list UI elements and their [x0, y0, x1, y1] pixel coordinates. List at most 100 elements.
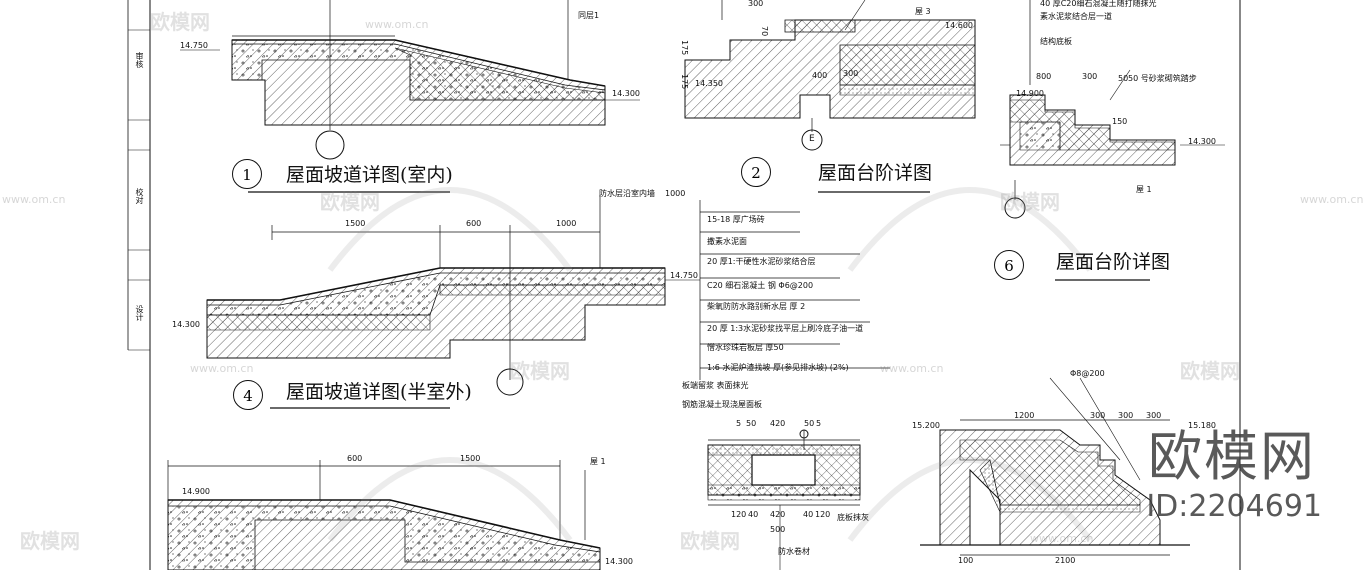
- d6-note-0: 40 厚C20细石混凝土随打随抹光: [1040, 0, 1157, 8]
- watermark-arcs: [327, 187, 1093, 542]
- d2-elev-right: 14.600: [945, 21, 973, 30]
- gutter-dim-top-2: 420: [770, 419, 786, 428]
- watermark-text: 欧模网: [1180, 359, 1240, 383]
- d6-dim-0: 800: [1036, 72, 1052, 81]
- d1-ref: 同层1: [578, 11, 600, 20]
- d6-dim-1: 300: [1082, 72, 1098, 81]
- section-mark-e: E: [809, 134, 815, 144]
- detail-2-section: [684, 0, 976, 193]
- d7-dim-2: 300: [1118, 411, 1134, 420]
- gutter-dim-top-1: 50: [746, 419, 757, 428]
- gutter-dim-bot-4: 120: [815, 510, 831, 519]
- d7-rebar: Φ8@200: [1070, 369, 1105, 378]
- d2-dim-0: 300: [748, 0, 764, 8]
- review-label: 审核: [135, 52, 144, 68]
- d4-dim-1: 600: [466, 219, 482, 228]
- d5-elev-left: 14.900: [182, 487, 210, 496]
- gutter-caption: 底板抹灰: [837, 513, 869, 522]
- d6-dim-3: 150: [1112, 117, 1128, 126]
- d5-ref: 屋 1: [590, 457, 606, 466]
- detail-title-4: 屋面坡道详图(半室外): [286, 381, 472, 403]
- leader-top-dim: 1000: [665, 189, 686, 198]
- watermark-text: 欧模网: [680, 529, 740, 553]
- gutter-dim-bot-3: 40: [803, 510, 814, 519]
- d7-elev-right: 15.180: [1188, 421, 1216, 430]
- d6-elev-top: 14.900: [1016, 89, 1044, 98]
- check-label: 校对: [135, 188, 144, 204]
- layer-8: 板端留浆 表面抹光: [682, 381, 749, 390]
- detail-4-section: [206, 195, 700, 409]
- leader-top-label: 防水层沿室内墙: [599, 189, 655, 198]
- d4-elev-right: 14.750: [670, 271, 698, 280]
- d5-elev-right: 14.300: [605, 557, 633, 566]
- watermark-url: www.om.cn: [880, 362, 944, 375]
- detail-title-1: 屋面坡道详图(室内): [286, 164, 453, 186]
- gutter-dim-top-0: 5: [736, 419, 742, 428]
- d1-elev-left: 14.750: [180, 41, 208, 50]
- gutter-total: 500: [770, 525, 786, 534]
- d7-dim-0: 1200: [1014, 411, 1035, 420]
- gutter-section: [707, 429, 861, 570]
- d4-dim-2: 1000: [556, 219, 577, 228]
- watermark-text: 欧模网: [1000, 190, 1060, 214]
- layer-1: 撒素水泥面: [707, 237, 747, 246]
- design-label: 设计: [135, 305, 144, 321]
- d4-dim-0: 1500: [345, 219, 366, 228]
- d6-note-1: 素水泥浆结合层一道: [1040, 12, 1112, 21]
- layer-callout: [699, 200, 890, 380]
- layer-3: C20 细石混凝土 钢 Φ6@200: [707, 281, 814, 290]
- watermark-url: www.om.cn: [1030, 532, 1094, 545]
- detail-7-section: [920, 377, 1190, 556]
- detail-6-section: [1000, 0, 1225, 281]
- d6-note-3: 50 号砂浆砌筑踏步: [1128, 74, 1197, 83]
- sheet-frame: [127, 0, 1241, 570]
- watermark-text: 欧模网: [150, 10, 210, 34]
- detail-number-1: 1: [232, 159, 262, 189]
- d7-dim-4: 100: [958, 556, 974, 565]
- d2-elev-left: 14.350: [695, 79, 723, 88]
- d2-dim-2: 175: [680, 74, 689, 90]
- layer-5: 20 厚 1:3水泥砂浆找平层上刷冷底子油一道: [707, 324, 864, 333]
- gutter-dim-bot-0: 120: [731, 510, 747, 519]
- detail-5-section: [167, 460, 601, 571]
- brand-id: ID:2204691: [1146, 489, 1322, 524]
- watermark-url: www.om.cn: [190, 362, 254, 375]
- d2-dim-1: 175: [680, 40, 689, 56]
- d1-elev-right: 14.300: [612, 89, 640, 98]
- d2-dim-5: 300: [843, 69, 859, 78]
- gutter-dim-top-3: 50: [804, 419, 815, 428]
- d7-dim-5: 2100: [1055, 556, 1076, 565]
- watermark-text: 欧模网: [20, 529, 80, 553]
- d5-dim-0: 600: [347, 454, 363, 463]
- gutter-bottom-note: 防水卷材: [778, 547, 810, 556]
- watermark-url: www.om.cn: [365, 18, 429, 31]
- watermark-url: www.om.cn: [2, 193, 66, 206]
- detail-number-6: 6: [994, 250, 1024, 280]
- detail-1-section: [180, 0, 640, 193]
- d5-dim-1: 1500: [460, 454, 481, 463]
- gutter-dim-bot-2: 420: [770, 510, 786, 519]
- d2-dim-4: 400: [812, 71, 828, 80]
- d7-dim-3: 300: [1146, 411, 1162, 420]
- d6-ref: 屋 1: [1136, 185, 1152, 194]
- d7-elev-left: 15.200: [912, 421, 940, 430]
- layer-6: 憎水珍珠岩板层 厚50: [707, 343, 784, 352]
- layer-7: 1:6 水泥炉渣找坡 厚(参见排水坡) (2%): [707, 363, 849, 372]
- d4-elev-left: 14.300: [172, 320, 200, 329]
- d6-dim-2: 50: [1118, 74, 1129, 83]
- d2-ref: 屋 3: [915, 7, 931, 16]
- layer-2: 20 厚1:干硬性水泥砂浆结合层: [707, 257, 816, 266]
- detail-title-6: 屋面台阶详图: [1056, 251, 1171, 273]
- watermark-url: www.om.cn: [1300, 193, 1364, 206]
- gutter-dim-top-4: 5: [816, 419, 822, 428]
- d6-note-2: 结构底板: [1040, 37, 1072, 46]
- layer-4: 柴氧防防水路别新水层 厚 2: [707, 302, 806, 311]
- watermark-text: 欧模网: [320, 190, 380, 214]
- d7-dim-1: 300: [1090, 411, 1106, 420]
- gutter-dim-bot-1: 40: [748, 510, 759, 519]
- layer-0: 15-18 厚广场砖: [707, 215, 765, 224]
- detail-title-2: 屋面台阶详图: [818, 162, 933, 184]
- detail-number-4: 4: [233, 380, 263, 410]
